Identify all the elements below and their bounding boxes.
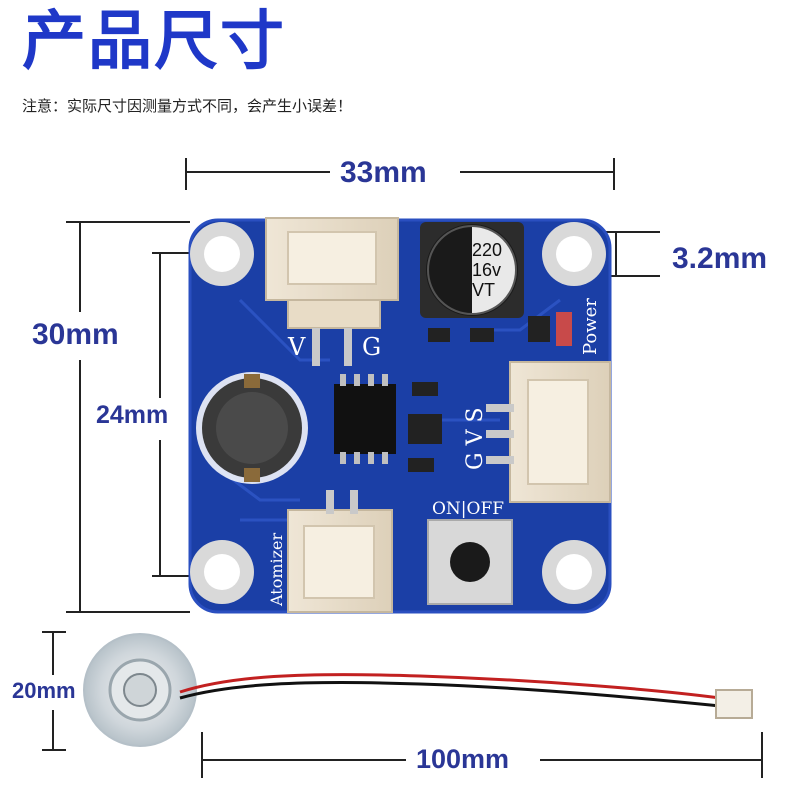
ic-chip — [334, 374, 396, 464]
power-connector — [265, 217, 399, 366]
power-led-label: Power — [580, 298, 601, 355]
pin-label-v: V — [287, 333, 306, 361]
smd-components — [408, 312, 572, 472]
cable-plug — [715, 689, 753, 719]
atomizer-connector — [287, 490, 393, 613]
measurement-note: 注意：实际尺寸因测量方式不同，会产生小误差！ — [22, 97, 353, 115]
hole-dimension-label: 3.2mm — [672, 242, 768, 275]
capacitor — [420, 222, 524, 318]
inner-height-dimension-label: 24mm — [96, 401, 169, 429]
tactile-switch — [427, 519, 513, 605]
disc-dimension-label: 20mm — [12, 678, 76, 703]
signal-pin-labels: G V S — [463, 407, 488, 470]
capacitor-text-1: 220 — [472, 240, 502, 260]
page-title: 产品尺寸 — [22, 5, 286, 79]
dimension-lines — [42, 158, 763, 778]
height-dimension-label: 30mm — [32, 318, 119, 351]
cable-length-label: 100mm — [416, 744, 510, 774]
mounting-holes — [190, 222, 606, 604]
width-dimension-label: 33mm — [340, 156, 427, 189]
capacitor-text-2: 16v — [472, 260, 501, 280]
atomizer-label: Atomizer — [267, 532, 286, 607]
pin-label-g: G — [362, 333, 381, 361]
atomizer-disc — [83, 633, 197, 747]
inductor — [196, 372, 308, 484]
signal-connector — [486, 361, 611, 503]
atomizer-cable — [179, 673, 721, 708]
switch-label: ON|OFF — [432, 499, 504, 519]
capacitor-text-3: VT — [472, 280, 495, 300]
